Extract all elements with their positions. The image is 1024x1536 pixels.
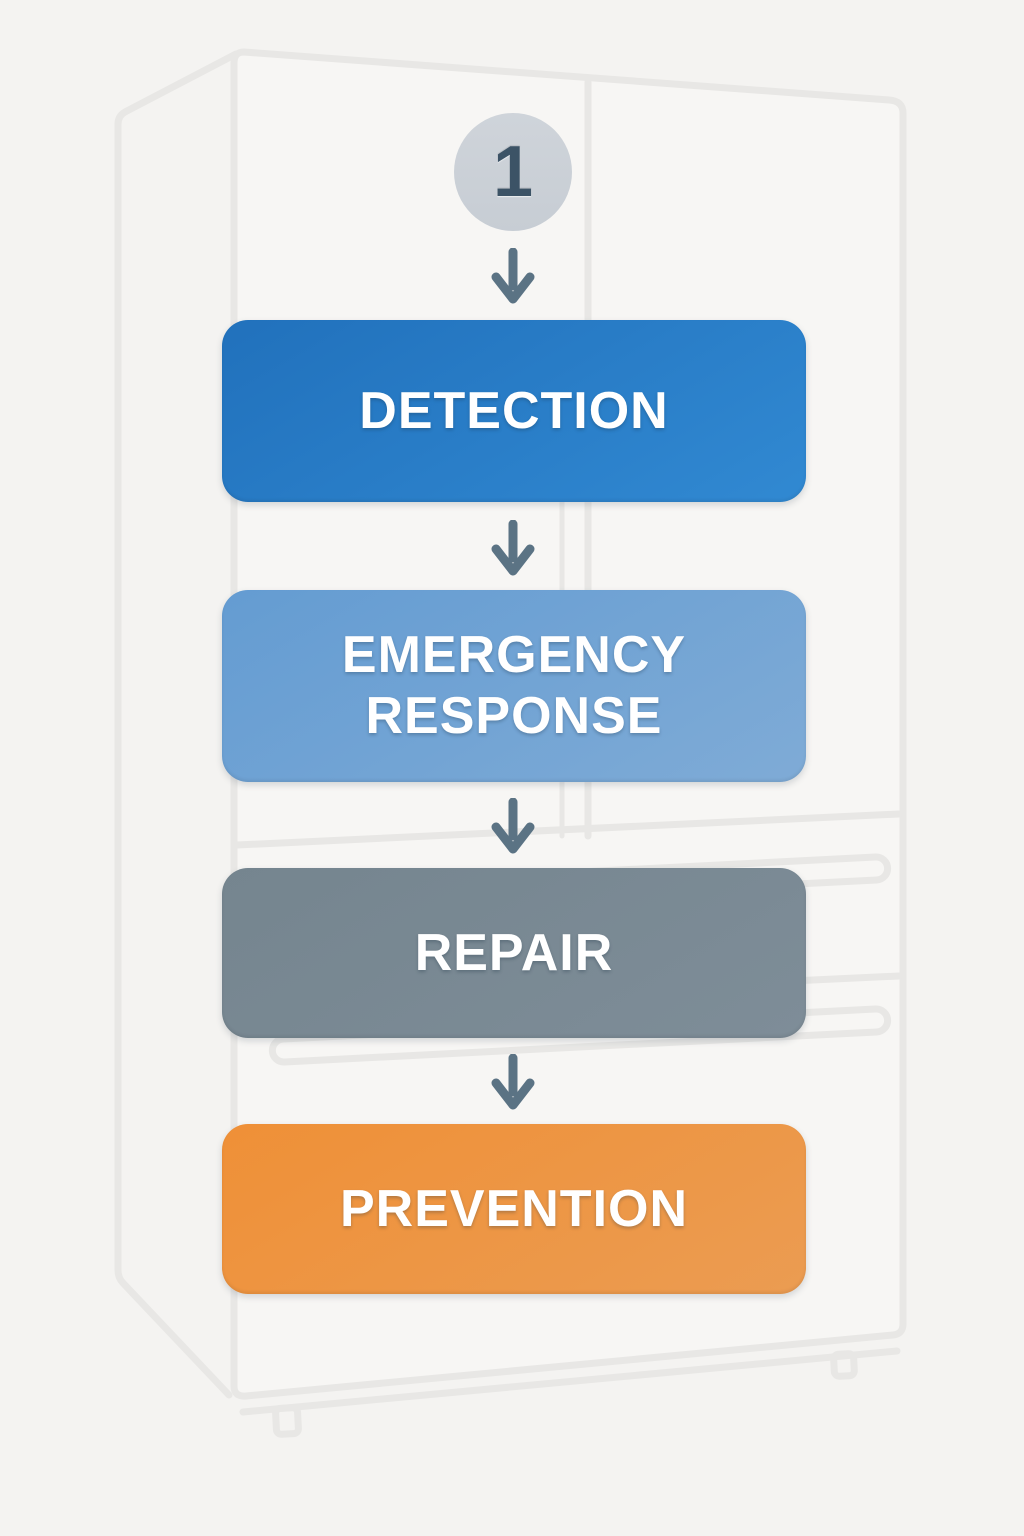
fridge-base-line (239, 1347, 901, 1416)
arrow-down-icon (491, 1054, 535, 1110)
fridge-drawer-divider-1 (233, 810, 903, 849)
stage-box-repair: REPAIR (222, 868, 806, 1038)
arrow-down-icon (491, 798, 535, 854)
fridge-foot-right (830, 1350, 858, 1380)
arrow-down-icon (491, 520, 535, 576)
stage-label-prevention: PREVENTION (339, 1179, 689, 1238)
arrow-down-icon (491, 248, 535, 304)
stage-box-prevention: PREVENTION (222, 1124, 806, 1294)
step-number-badge: 1 (454, 113, 572, 231)
stage-box-detection: DETECTION (222, 320, 806, 502)
stage-label-repair: REPAIR (414, 923, 614, 982)
fridge-side-panel (114, 50, 240, 1399)
stage-label-detection: DETECTION (359, 381, 669, 440)
fridge-foot-left (272, 1404, 302, 1438)
stage-label-emergency-response: EMERGENCY RESPONSE (341, 626, 687, 745)
stage-box-emergency-response: EMERGENCY RESPONSE (222, 590, 806, 782)
step-number: 1 (492, 132, 534, 212)
